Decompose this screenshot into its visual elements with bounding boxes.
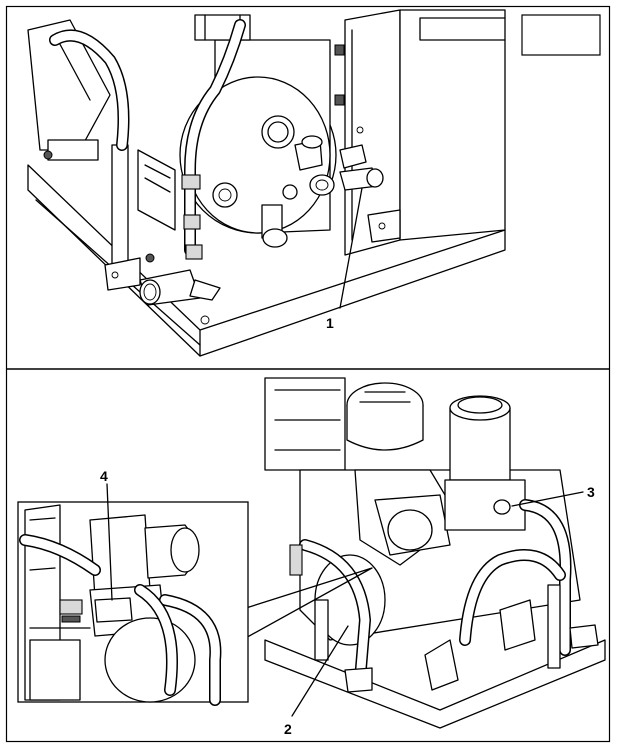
bottom-panel-drawing — [264, 377, 606, 729]
callout-3: 3 — [587, 484, 595, 500]
callout-2: 2 — [284, 721, 292, 737]
figure-frame — [5, 5, 611, 743]
blank-label-box-icon — [521, 14, 601, 56]
leader-line-4 — [106, 483, 113, 601]
top-panel-drawing — [27, 9, 506, 357]
leader-line-3 — [511, 491, 584, 507]
callout-4: 4 — [100, 468, 108, 484]
zoom-wedge — [241, 567, 373, 641]
leader-line-1 — [339, 187, 363, 309]
detail-inset — [17, 501, 249, 706]
leader-line-2 — [291, 625, 349, 717]
callout-1: 1 — [326, 315, 334, 331]
